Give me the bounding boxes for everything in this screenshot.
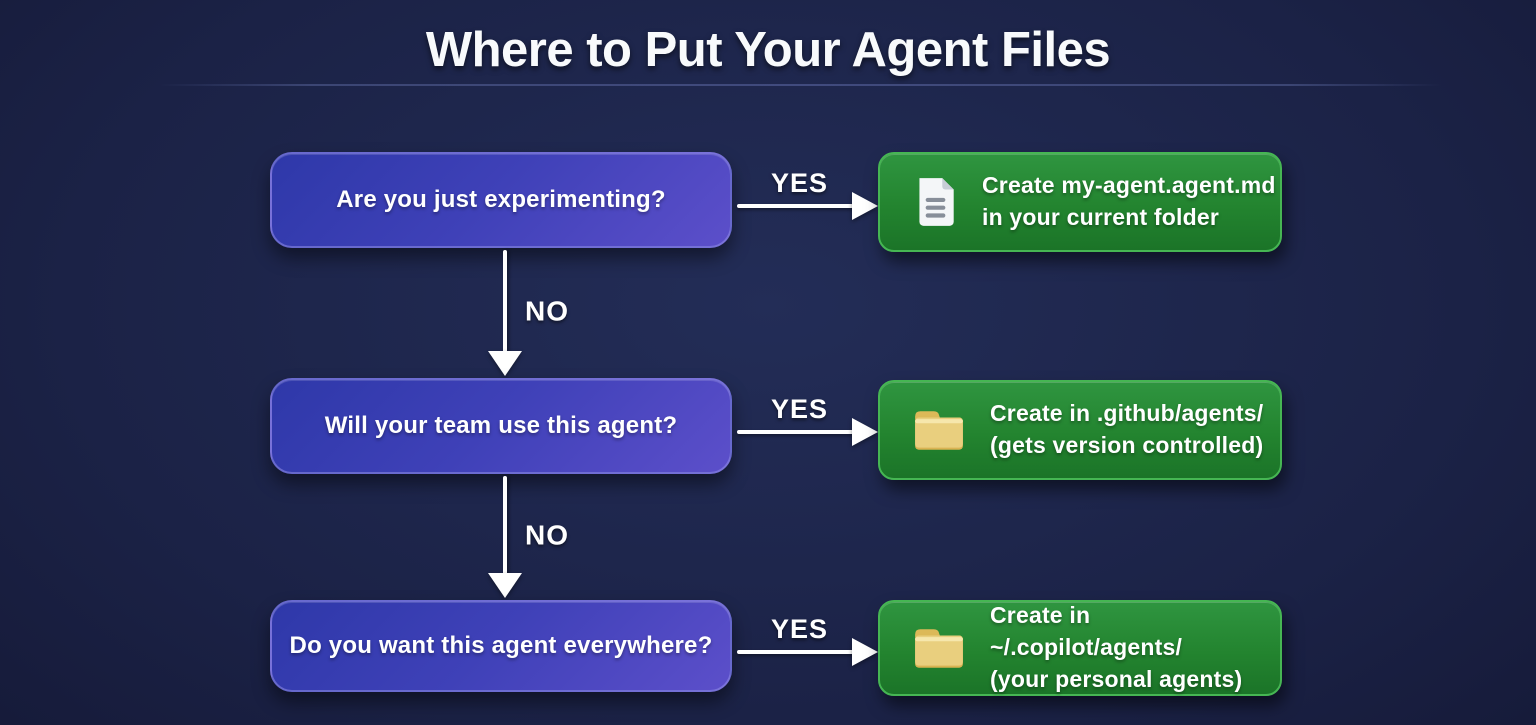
yes-label: YES xyxy=(770,614,829,644)
yes-arrow-2: YES xyxy=(737,378,878,474)
arrow-line xyxy=(503,250,507,354)
yes-arrow-1: YES xyxy=(737,152,878,248)
answer-box-current-folder: Create my-agent.agent.md in your current… xyxy=(878,152,1282,252)
arrow-head xyxy=(488,573,522,598)
arrow-head xyxy=(852,418,878,446)
no-label: NO xyxy=(525,519,569,551)
answer-line-1: Create in .github/agents/ xyxy=(990,400,1264,427)
answer-line-1: Create my-agent.agent.md xyxy=(982,172,1276,199)
question-box-team-use: Will your team use this agent? xyxy=(270,378,732,474)
no-label: NO xyxy=(525,295,569,327)
arrow-line xyxy=(737,430,862,434)
question-text: Will your team use this agent? xyxy=(324,412,678,439)
answer-box-copilot-agents: Create in ~/.copilot/agents/ (your perso… xyxy=(878,600,1282,696)
answer-box-github-agents: Create in .github/agents/ (gets version … xyxy=(878,380,1282,480)
question-box-experimenting: Are you just experimenting? xyxy=(270,152,732,248)
yes-label: YES xyxy=(770,168,829,198)
answer-text: Create in ~/.copilot/agents/ (your perso… xyxy=(990,600,1280,695)
answer-line-1: Create in ~/.copilot/agents/ xyxy=(990,602,1183,661)
arrow-line xyxy=(737,204,862,208)
answer-line-2: (gets version controlled) xyxy=(990,432,1264,458)
folder-icon xyxy=(912,407,966,453)
question-text: Do you want this agent everywhere? xyxy=(289,632,713,659)
answer-text: Create my-agent.agent.md in your current… xyxy=(982,170,1276,233)
answer-text: Create in .github/agents/ (gets version … xyxy=(990,398,1263,461)
question-box-agent-everywhere: Do you want this agent everywhere? xyxy=(270,600,732,692)
page-title: Where to Put Your Agent Files xyxy=(425,23,1111,77)
yes-label: YES xyxy=(770,394,829,424)
arrow-head xyxy=(488,351,522,376)
arrow-head xyxy=(852,638,878,666)
no-arrow-2: NO xyxy=(488,476,568,598)
question-text: Are you just experimenting? xyxy=(336,186,666,213)
answer-line-2: in your current folder xyxy=(982,204,1219,230)
title-divider xyxy=(158,84,1442,86)
arrow-line xyxy=(737,650,862,654)
yes-arrow-3: YES xyxy=(737,600,878,692)
arrow-head xyxy=(852,192,878,220)
arrow-line xyxy=(503,476,507,576)
answer-line-2: (your personal agents) xyxy=(990,665,1243,692)
no-arrow-1: NO xyxy=(488,250,568,376)
folder-icon xyxy=(912,625,966,671)
document-icon xyxy=(912,175,958,229)
